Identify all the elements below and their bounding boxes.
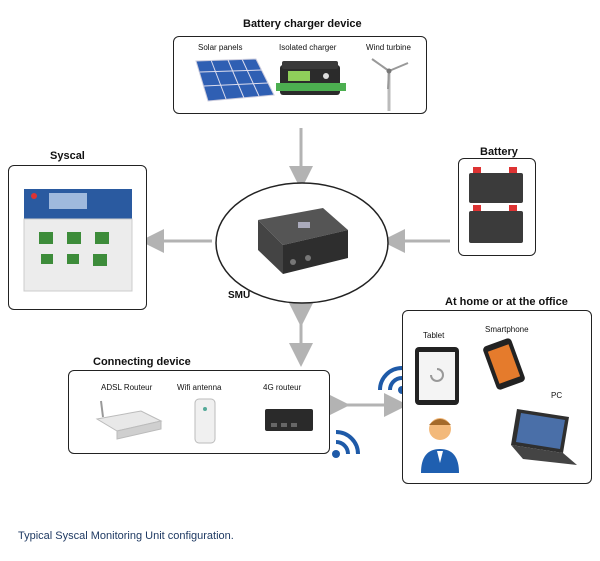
isolated-charger-label: Isolated charger — [279, 43, 337, 52]
solar-panel-icon — [195, 58, 275, 102]
battery-title: Battery — [480, 146, 518, 158]
adsl-router-label: ADSL Routeur — [101, 383, 153, 392]
battery-icon — [469, 167, 523, 243]
wifi-antenna-icon — [194, 398, 216, 444]
user-avatar-icon — [421, 418, 459, 473]
adsl-router-icon — [95, 400, 163, 440]
wifi-antenna-label: Wifi antenna — [177, 383, 222, 392]
connecting-box: ADSL Routeur Wifi antenna 4G routeur — [68, 370, 330, 454]
pc-label: PC — [551, 391, 563, 400]
4g-router-label: 4G routeur — [263, 383, 302, 392]
syscal-title: Syscal — [50, 150, 85, 162]
wind-turbine-label: Wind turbine — [366, 43, 411, 52]
syscal-box — [8, 165, 147, 310]
tablet-icon — [415, 347, 459, 405]
smu-label: SMU — [228, 290, 251, 301]
wifi-signal-icon — [332, 430, 360, 458]
connecting-title: Connecting device — [93, 356, 191, 368]
wind-turbine-icon — [371, 58, 409, 111]
syscal-device-icon — [23, 189, 133, 292]
laptop-icon — [511, 409, 577, 465]
smartphone-icon — [483, 338, 525, 390]
solar-panels-label: Solar panels — [198, 43, 243, 52]
battery-charger-title: Battery charger device — [243, 18, 362, 30]
home-box: Tablet Smartphone PC — [402, 310, 592, 484]
smu-device-icon — [258, 208, 348, 274]
4g-router-icon — [265, 409, 313, 431]
isolated-charger-icon — [276, 61, 346, 95]
tablet-label: Tablet — [423, 331, 445, 340]
home-title: At home or at the office — [445, 296, 568, 308]
smartphone-label: Smartphone — [485, 325, 529, 334]
figure-caption: Typical Syscal Monitoring Unit configura… — [18, 530, 234, 542]
battery-box — [458, 158, 536, 256]
battery-charger-box: Solar panels Isolated charger Wind turbi… — [173, 36, 427, 114]
